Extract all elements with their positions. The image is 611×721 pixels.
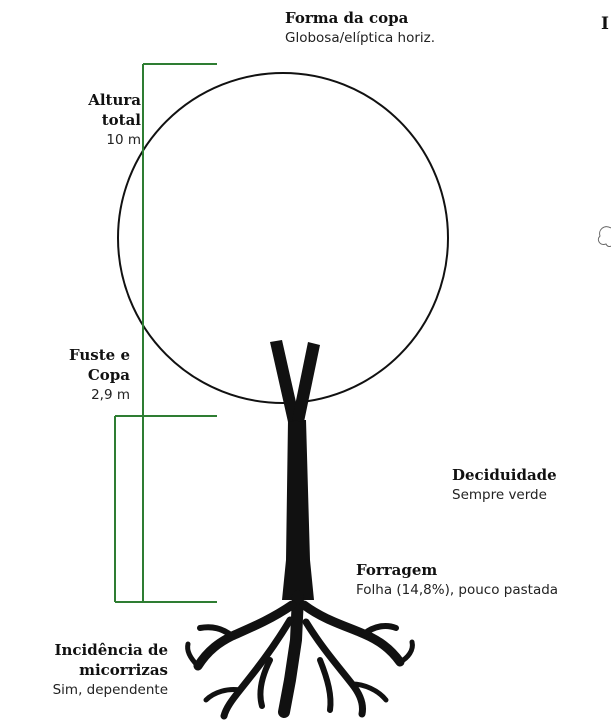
total-height-label: Altura total 10 m [88,90,141,150]
root-right-5 [397,639,415,665]
root-right-6 [317,657,334,713]
total-height-title-line1: Altura [88,91,141,109]
crown-shape-value: Globosa/elíptica horiz. [285,30,436,46]
mycorrhiza-title-line1: Incidência de [54,641,169,659]
mycorrhiza-label: Incidência de micorrizas Sim, dependente [53,640,168,700]
trunk-label: Fuste e Copa 2,9 m [69,345,130,405]
total-height-title-line2: total [101,111,141,129]
crown-shape-label: Forma da copa Globosa/elíptica horiz. [285,8,435,48]
mycorrhiza-title-line2: micorrizas [79,661,168,679]
roots [185,590,415,720]
total-height-value: 10 m [106,132,141,148]
mycorrhiza-value: Sim, dependente [52,682,168,698]
root-right-4 [349,681,389,703]
trunk [282,420,314,600]
deciduousness-label: Deciduidade Sempre verde [452,465,557,505]
forage-value: Folha (14,8%), pouco pastada [356,582,559,598]
root-main [278,590,304,718]
forage-title: Forragem [356,561,438,579]
root-right-3 [302,618,366,718]
crown-circle [117,72,449,404]
branch-left [270,340,300,422]
crown-shape-title: Forma da copa [285,9,409,27]
trunk-value: 2,9 m [91,387,130,403]
root-right-1 [299,600,405,667]
deciduousness-value: Sempre verde [452,487,547,503]
root-left-2 [197,624,235,639]
root-left-6 [257,657,273,709]
root-right-2 [361,623,399,637]
total-height-bracket [142,63,217,602]
trunk-title-line1: Fuste e [69,346,130,364]
forage-label: Forragem Folha (14,8%), pouco pastada [356,560,558,600]
deciduousness-title: Deciduidade [452,466,557,484]
trunk-title-line2: Copa [87,366,130,384]
tree-silhouette-icon [185,340,415,720]
branch-right [292,342,320,422]
trunk-bracket [114,415,217,603]
clipped-edge-letter: I [601,14,609,34]
root-left-4 [203,687,243,703]
leaf-outline-icon [597,226,611,247]
root-left-5 [185,641,201,669]
